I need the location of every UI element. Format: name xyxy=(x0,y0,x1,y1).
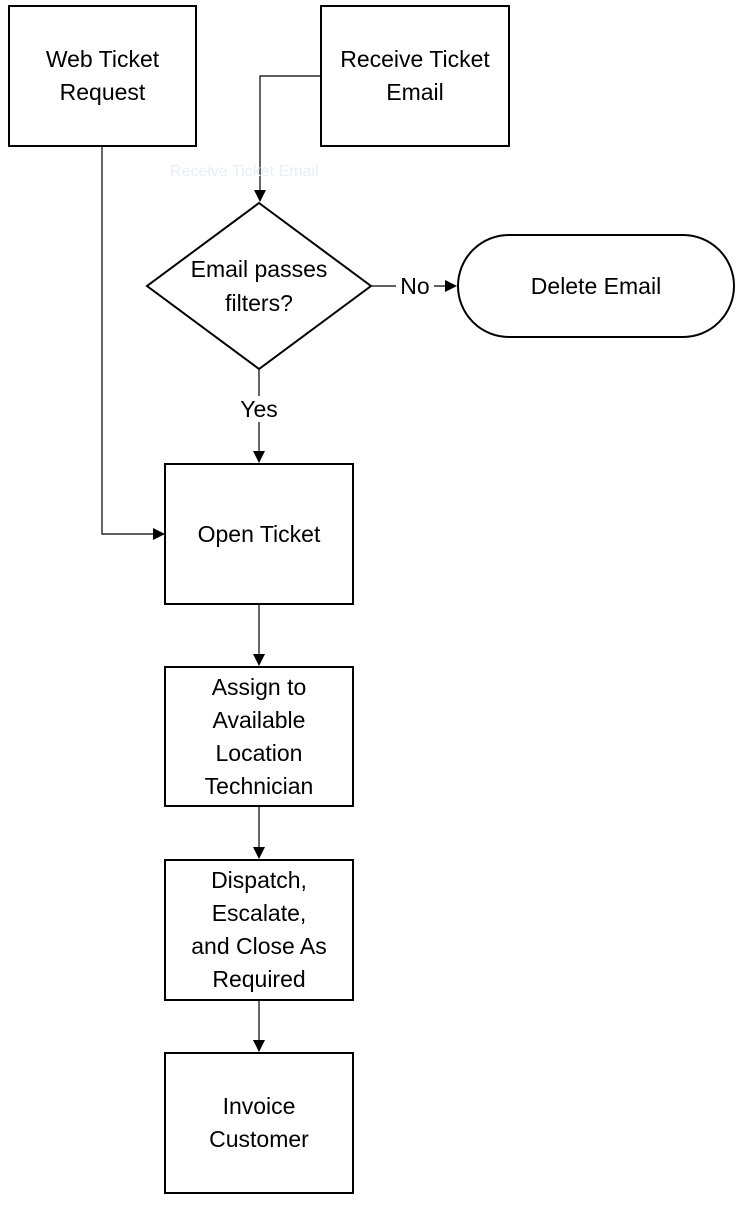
edge-email-to-filter xyxy=(254,75,320,202)
edge-web-to-open xyxy=(101,146,165,540)
invoice-customer-node: Invoice Customer xyxy=(164,1052,354,1194)
decision-label: Email passes filters? xyxy=(190,256,328,316)
assign-technician-node: Assign to Available Location Technician xyxy=(164,666,354,807)
receive-ticket-email-node: Receive Ticket Email xyxy=(320,5,510,147)
ghost-label: Receive Ticket Email xyxy=(170,163,319,180)
web-ticket-request-node: Web Ticket Request xyxy=(8,5,197,147)
open-ticket-node: Open Ticket xyxy=(164,463,354,605)
delete-email-node: Delete Email xyxy=(457,234,735,338)
dispatch-escalate-close-node: Dispatch, Escalate, and Close As Require… xyxy=(164,859,354,1001)
yes-label: Yes xyxy=(236,396,282,422)
no-label: No xyxy=(396,273,434,299)
